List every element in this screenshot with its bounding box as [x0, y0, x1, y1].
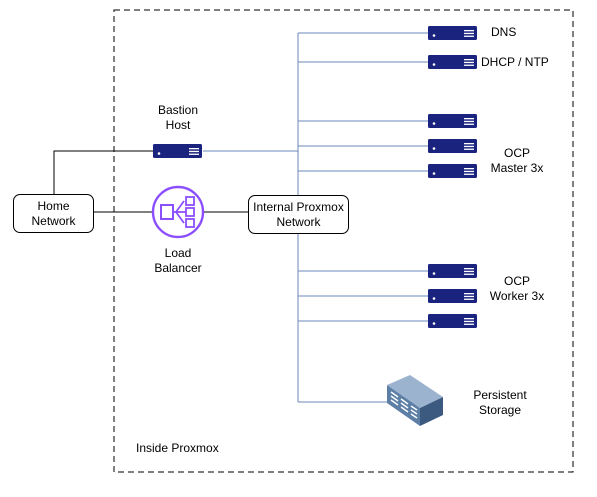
storage-label-line1: Persistent — [473, 388, 527, 402]
inside-proxmox-label: Inside Proxmox — [136, 441, 219, 455]
dhcp-ntp-label: DHCP / NTP — [481, 55, 549, 69]
load-balancer-icon — [151, 185, 205, 239]
worker-label-line1: OCP — [503, 274, 530, 288]
worker-3-server-icon — [428, 314, 477, 328]
master-label-line1: OCP — [503, 146, 530, 160]
load-balancer-label-line2: Balancer — [154, 261, 202, 275]
home-network-label-line2: Network — [31, 213, 76, 228]
ocp-master-label: OCP Master 3x — [482, 146, 552, 176]
dns-server-icon — [428, 26, 477, 40]
master-1-server-icon — [428, 114, 477, 128]
home-links — [53, 150, 248, 213]
persistent-storage-label: Persistent Storage — [465, 388, 535, 418]
master-3-server-icon — [428, 164, 477, 178]
ocp-worker-label: OCP Worker 3x — [482, 274, 552, 304]
home-network-label-line1: Home — [37, 198, 70, 213]
master-label-line2: Master 3x — [490, 161, 544, 175]
load-balancer-label-line1: Load — [164, 246, 192, 260]
worker-label-line2: Worker 3x — [489, 289, 545, 303]
proxmox-links — [203, 32, 428, 403]
bastion-host-label: Bastion Host — [148, 103, 208, 133]
master-2-server-icon — [428, 139, 477, 153]
storage-label-line2: Storage — [478, 403, 522, 417]
dhcp-server-icon — [428, 55, 477, 69]
bastion-server-icon — [153, 144, 202, 158]
proxmox-network-label-line1: Internal Proxmox — [253, 199, 344, 214]
worker-1-server-icon — [428, 264, 477, 278]
link-home-bastion — [53, 150, 153, 194]
bastion-label-line1: Bastion — [157, 103, 199, 117]
proxmox-network-label-line2: Network — [276, 214, 321, 229]
worker-2-server-icon — [428, 289, 477, 303]
load-balancer-label: Load Balancer — [143, 246, 213, 276]
dns-label: DNS — [491, 25, 517, 39]
internal-proxmox-network-node: Internal Proxmox Network — [248, 195, 349, 234]
home-network-node: Home Network — [13, 194, 94, 233]
bastion-label-line2: Host — [165, 118, 191, 132]
storage-array-icon — [387, 375, 443, 426]
proxmox-boundary — [113, 9, 574, 473]
